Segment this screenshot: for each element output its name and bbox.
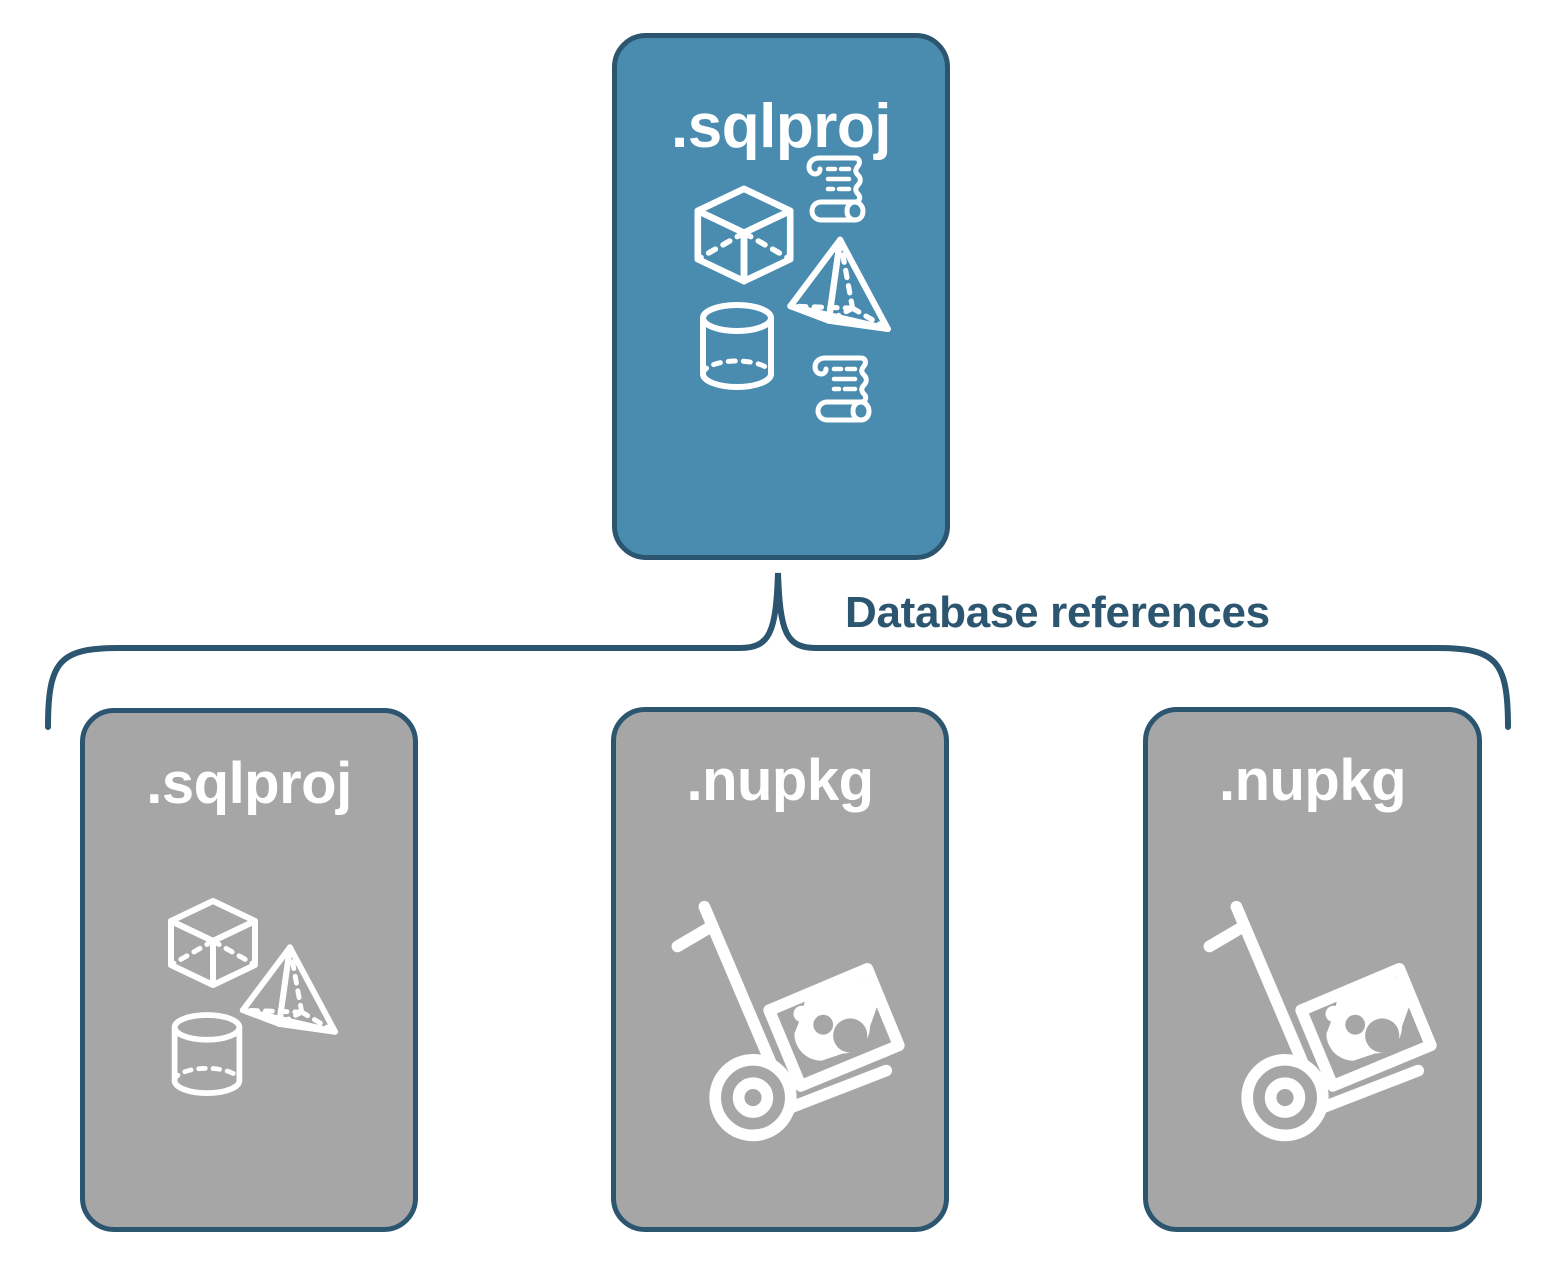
node-root-label: .sqlproj xyxy=(671,92,891,161)
hand-truck-package-icon xyxy=(671,900,905,1142)
node-child-1-label: .nupkg xyxy=(686,748,874,813)
node-child-2-icon-area xyxy=(1148,810,1477,1227)
node-root-icon-area xyxy=(617,155,945,555)
pyramid-icon xyxy=(787,236,891,333)
node-child-0-label: .sqlproj xyxy=(146,751,352,816)
node-child-0-icon-area xyxy=(85,813,413,1227)
script-scroll-icon xyxy=(812,355,872,423)
node-child-nupkg-2[interactable]: .nupkg xyxy=(1143,707,1482,1232)
node-child-2-label: .nupkg xyxy=(1218,748,1407,813)
node-root-sqlproj[interactable]: .sqlproj xyxy=(612,33,950,560)
cube-icon xyxy=(168,898,258,988)
script-scroll-icon xyxy=(806,155,866,223)
node-child-1-icon-area xyxy=(616,810,944,1227)
cylinder-icon xyxy=(171,1012,243,1096)
connector-label: Database references xyxy=(845,588,1270,637)
cylinder-icon xyxy=(700,302,774,391)
pyramid-icon xyxy=(239,944,339,1035)
cube-icon xyxy=(694,185,794,285)
node-child-nupkg-1[interactable]: .nupkg xyxy=(611,707,949,1232)
node-child-sqlproj[interactable]: .sqlproj xyxy=(80,708,418,1232)
hand-truck-package-icon xyxy=(1203,900,1437,1142)
